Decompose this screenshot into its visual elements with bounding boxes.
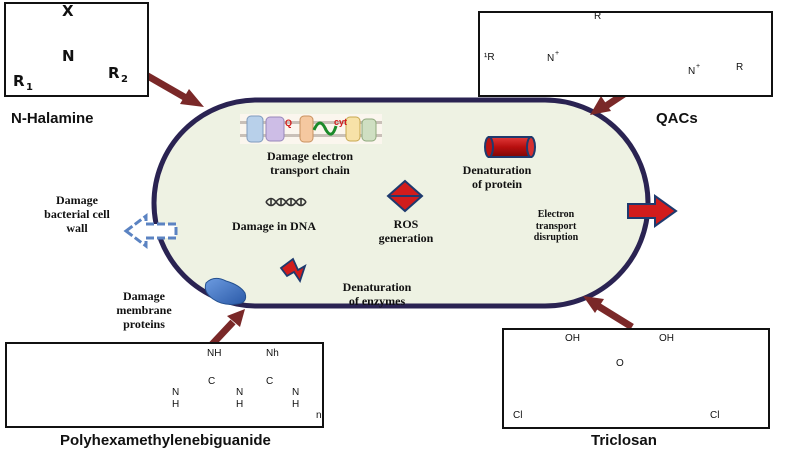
nh-r1-atom: R: [13, 72, 25, 90]
membrane-label-line2: membrane: [116, 302, 172, 317]
phmb-h1: H: [172, 399, 179, 410]
qacs-r1: ¹R: [484, 52, 495, 63]
protein-denaturation-label: Denaturation of protein: [442, 163, 552, 192]
ros-label-line1: ROS: [393, 217, 419, 231]
enzyme-lightning-icon: [279, 257, 307, 284]
qacs-n-left-charge: +: [555, 50, 559, 57]
dna-icon: [265, 197, 307, 207]
ros-label-line2: generation: [378, 230, 434, 245]
qacs-n-right-charge: +: [696, 63, 700, 70]
etc-label: Damage electron transport chain: [240, 149, 380, 178]
nh-n-atom: N: [62, 47, 75, 65]
enzyme-label-line2: of enzymes: [348, 293, 406, 308]
phmb-h2: H: [236, 399, 243, 410]
phmb-box: [5, 342, 324, 428]
phmb-h3: H: [292, 399, 299, 410]
arrowhead-qacs: [590, 96, 611, 115]
electron-transport-label: Electron transport disruption: [506, 209, 606, 244]
triclosan-cl1: Cl: [513, 410, 522, 421]
enzyme-label-line1: Denaturation: [342, 280, 412, 294]
nh-r2-sub: 2: [121, 74, 128, 85]
electron-label-line3: disruption: [533, 232, 579, 243]
phmb-subscript-n: n: [316, 410, 322, 421]
phmb-n1: N: [172, 387, 179, 398]
arrowhead-triclosan: [583, 296, 604, 313]
cell-wall-damage-label: Damage bacterial cell wall: [22, 193, 132, 235]
etc-label-line2: transport chain: [270, 162, 350, 177]
protein-label-line2: of protein: [471, 176, 523, 191]
phmb-nh2: Nh: [266, 348, 279, 359]
nh-x-atom: X: [62, 2, 74, 20]
protein-label-line1: Denaturation: [462, 163, 532, 177]
phmb-c1: C: [208, 376, 215, 387]
nh-r1-sub: 1: [26, 82, 33, 93]
membrane-protein-icon: [204, 277, 247, 305]
triclosan-oh2: OH: [659, 333, 674, 344]
triclosan-cl2: Cl: [710, 410, 719, 421]
enzyme-denaturation-label: Denaturation of enzymes: [322, 280, 432, 309]
n-halamine-box: [4, 2, 149, 97]
triclosan-box: [502, 328, 770, 429]
triclosan-o: O: [616, 358, 624, 369]
cell-wall-arrow-icon: [123, 213, 178, 249]
electron-transport-arrow-icon: [627, 194, 678, 228]
etc-label-line1: Damage electron: [266, 149, 354, 163]
arrow-triclosan: [596, 303, 634, 330]
arrowhead-n-halamine: [180, 89, 204, 107]
nh-r2-atom: R: [108, 64, 120, 82]
qacs-r-right: R: [736, 62, 743, 73]
qacs-r-top: R: [594, 11, 601, 22]
membrane-label-line1: Damage: [123, 289, 165, 303]
triclosan-name: Triclosan: [591, 432, 657, 449]
electron-label-line1: Electron: [537, 209, 575, 220]
wall-label-line2: bacterial cell: [44, 206, 110, 221]
electron-label-line2: transport: [535, 220, 577, 232]
qacs-box: [478, 11, 773, 97]
protein-cylinder-icon: [484, 136, 536, 158]
phmb-nh1: NH: [207, 348, 221, 359]
etc-q-label: Q: [285, 118, 292, 128]
arrowhead-phmb: [227, 309, 245, 327]
phmb-n3: N: [292, 387, 299, 398]
ros-diamond-icon: [386, 179, 424, 213]
phmb-n2: N: [236, 387, 243, 398]
electron-transport-chain-icon: [240, 114, 382, 144]
etc-cyt-label: cyt: [334, 117, 347, 127]
wall-label-line3: wall: [66, 220, 88, 235]
membrane-protein-damage-label: Damage membrane proteins: [94, 289, 194, 331]
triclosan-oh1: OH: [565, 333, 580, 344]
qacs-name: QACs: [656, 110, 698, 127]
wall-label-line1: Damage: [56, 193, 98, 207]
qacs-n-right: N: [688, 66, 695, 77]
ros-label: ROS generation: [360, 217, 452, 246]
membrane-label-line3: proteins: [123, 316, 165, 331]
arrow-n-halamine: [144, 71, 188, 102]
dna-damage-label: Damage in DNA: [232, 219, 316, 233]
n-halamine-name: N-Halamine: [11, 110, 94, 127]
phmb-name: Polyhexamethylenebiguanide: [60, 432, 271, 449]
phmb-c2: C: [266, 376, 273, 387]
qacs-n-left: N: [547, 53, 554, 64]
